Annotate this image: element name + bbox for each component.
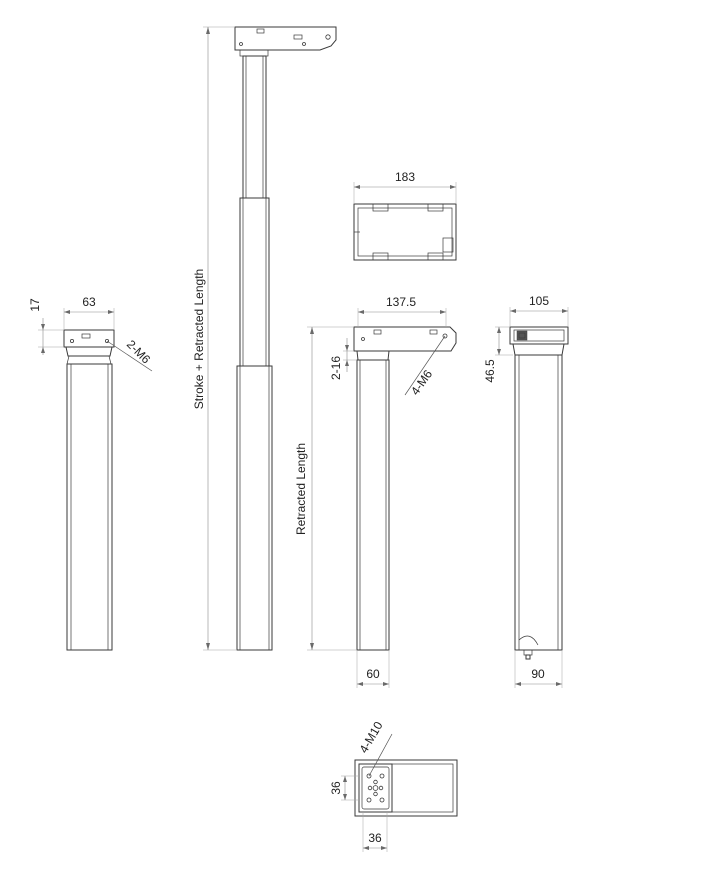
dim-60-label: 60: [366, 667, 380, 681]
dim-183-label: 183: [395, 170, 415, 184]
left-column-body: [66, 363, 113, 651]
dim-465-label: 46.5: [483, 359, 497, 383]
dim-4m6-label: 4-M6: [408, 367, 435, 398]
extended-bracket: [234, 26, 337, 51]
view-front-retracted: 137.5 2-16 4-M6 Retracted Length 60: [294, 295, 457, 688]
extended-upper-tube: [242, 55, 267, 199]
dim-36-horizontal-label: 36: [368, 831, 382, 845]
view-right-side: 105 46.5 90: [483, 294, 569, 688]
left-bracket: [63, 329, 115, 348]
front-bracket: [353, 326, 457, 352]
extended-middle-tube: [239, 197, 270, 367]
front-column-body: [356, 359, 390, 651]
side-column-body: [514, 354, 563, 651]
dim-216-label: 2-16: [329, 356, 343, 380]
extended-lower-tube: [236, 365, 273, 651]
dim-63-label: 63: [82, 295, 96, 309]
dim-36-vertical-label: 36: [329, 781, 343, 795]
bracket-top-outline: [353, 203, 457, 261]
left-collar: [65, 346, 113, 357]
dim-1375-label: 137.5: [386, 295, 416, 309]
view-base-plate: 4-M10 36 36: [329, 719, 458, 852]
dim-4m10-label: 4-M10: [356, 719, 385, 756]
front-collar: [356, 350, 390, 361]
dim-retracted-label: Retracted Length: [294, 443, 308, 535]
dim-90-label: 90: [531, 667, 545, 681]
view-bracket-top: 183: [353, 170, 457, 261]
dim-105-label: 105: [529, 294, 549, 308]
dim-17-label: 17: [28, 298, 42, 312]
view-left-column: 63 17 2-M6: [28, 295, 153, 651]
dim-stroke-label: Stroke + Retracted Length: [192, 269, 206, 409]
view-extended-column: Stroke + Retracted Length: [192, 26, 337, 651]
side-collar: [512, 343, 565, 356]
